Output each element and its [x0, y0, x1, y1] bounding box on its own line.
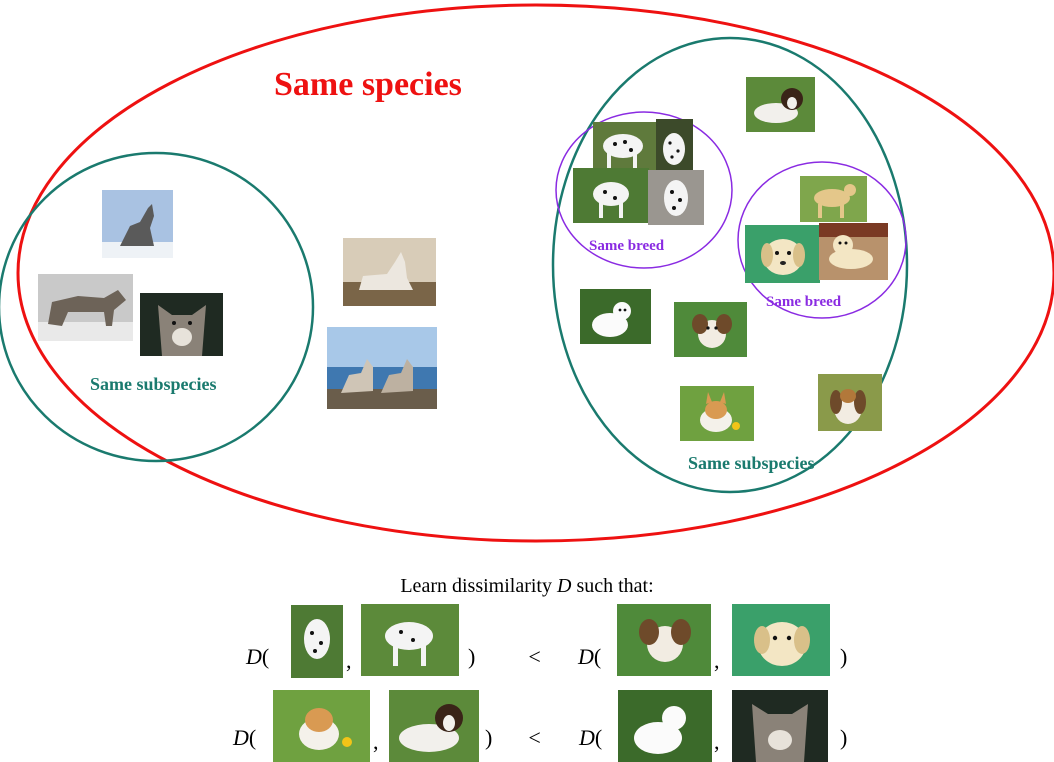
ineq2-operator: <: [527, 725, 542, 750]
inequality-2-rhs-open: D(: [579, 725, 603, 750]
left-breed-circle: [555, 111, 733, 269]
ineq2-comma-rhs: ,: [714, 729, 720, 754]
husky-lying-photo: [343, 238, 436, 306]
labrador-photo: [800, 176, 867, 222]
caption-suffix: such that:: [571, 575, 654, 597]
ineq1-comma-lhs: ,: [346, 648, 352, 673]
ineq2-corgi-puppy: [273, 690, 370, 762]
labrador-puppy-lying-photo: [819, 223, 888, 280]
caption-symbol: D: [556, 575, 572, 597]
same-species-label: Same species: [274, 66, 462, 103]
same-subspecies-label-left: Same subspecies: [90, 374, 217, 394]
two-huskies-sea-photo: [327, 327, 437, 409]
saint-bernard-photo: [746, 77, 815, 132]
ineq1-dalmatian-a: [291, 605, 343, 678]
labrador-puppy-photo: [745, 225, 820, 283]
ineq2-saint-bernard: [389, 690, 479, 762]
running-beagle-photo: [674, 302, 747, 357]
beagle-photo: [818, 374, 882, 431]
ineq1-running-beagle: [617, 604, 711, 676]
ineq2-wolf-portrait: [732, 690, 828, 762]
inequality-1-lhs-open: D(: [246, 644, 270, 669]
corgi-puppy-photo: [680, 386, 754, 441]
ineq1-lhs-close: ): [468, 644, 476, 669]
gray-wolf-photo: [38, 274, 133, 341]
inequality-1-rhs-open: D(: [578, 644, 602, 669]
right-subspecies-ellipse: [551, 36, 909, 494]
white-spitz-photo: [580, 289, 651, 344]
ineq1-comma-rhs: ,: [714, 648, 720, 673]
ineq1-operator: <: [527, 644, 542, 669]
same-breed-label-left: Same breed: [589, 238, 665, 254]
ineq2-comma-lhs: ,: [373, 729, 379, 754]
caption-prefix: Learn dissimilarity: [400, 575, 557, 597]
inequality-2-lhs-open: D(: [233, 725, 257, 750]
dalmatian-photo: [593, 122, 657, 170]
ineq1-labrador-puppy: [732, 604, 830, 676]
dalmatian-on-gravel-photo: [648, 170, 704, 225]
howling-wolf-photo: [102, 190, 173, 258]
dalmatian-standing-photo: [573, 168, 649, 223]
same-breed-label-right: Same breed: [766, 294, 842, 310]
left-subspecies-ellipse: [0, 151, 315, 463]
ineq1-dalmatian-b: [361, 604, 459, 676]
ineq2-white-spitz: [618, 690, 712, 762]
same-subspecies-label-right: Same subspecies: [688, 453, 815, 473]
wolf-portrait-photo: [140, 293, 223, 356]
ineq2-rhs-close: ): [840, 725, 848, 750]
ineq1-rhs-close: ): [840, 644, 848, 669]
dissimilarity-caption: Learn dissimilarity D such that:: [0, 575, 1054, 598]
same-species-ellipse: [16, 3, 1054, 543]
ineq2-lhs-close: ): [485, 725, 493, 750]
right-breed-circle: [737, 161, 907, 319]
dalmatian-portrait-photo: [656, 119, 693, 170]
